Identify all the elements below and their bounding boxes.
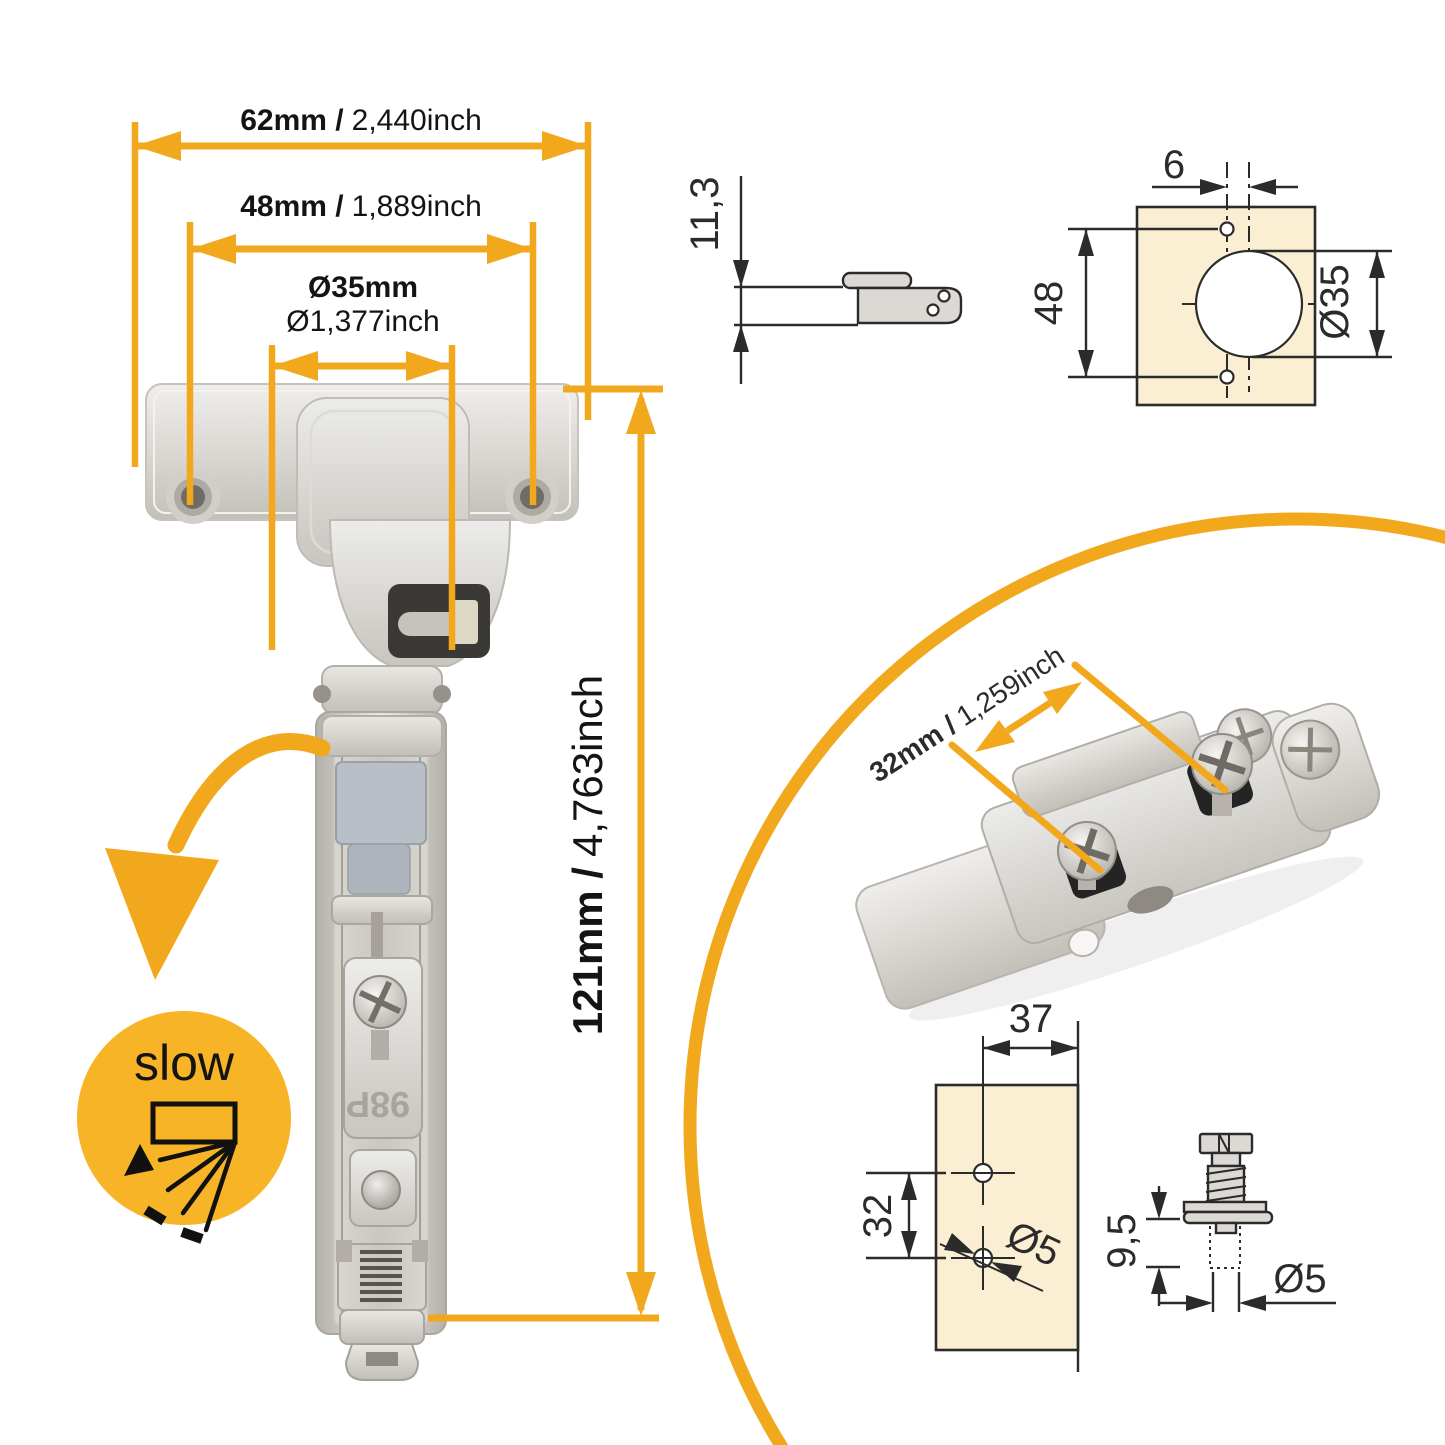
rivet bbox=[361, 1170, 401, 1210]
slow-fan-lines bbox=[157, 1139, 238, 1233]
hinge-photo: 98P bbox=[145, 383, 579, 1381]
dim-121mm: 121mm /4,763inch bbox=[428, 385, 663, 1322]
soft-close-arrow bbox=[167, 732, 331, 854]
damper-step bbox=[347, 843, 411, 895]
side-view-depth-label: 11,3 bbox=[683, 177, 727, 252]
spring-lug-left bbox=[336, 1240, 352, 1262]
screw-thread-lines bbox=[1205, 1167, 1247, 1202]
dim-37-label: 37 bbox=[1009, 997, 1054, 1041]
slow-motion-arrow bbox=[124, 1144, 204, 1244]
mounting-plate-photo bbox=[855, 702, 1381, 1021]
screw-flange-bottom bbox=[1182, 1210, 1274, 1225]
dim-48mm-label: 48mm /1,889inch bbox=[240, 190, 482, 223]
dim-62mm-label: 62mm /2,440inch bbox=[240, 104, 482, 137]
dim-6: 6 bbox=[1152, 143, 1298, 195]
plate-slot bbox=[1127, 886, 1174, 914]
arm-bottom-bracket bbox=[339, 1309, 425, 1345]
spring-lug-right bbox=[412, 1240, 428, 1262]
dim-35mm: Ø35mm Ø1,377inch bbox=[268, 271, 456, 650]
side-view-hole-1 bbox=[937, 289, 951, 303]
dim-9-5: 9,5 bbox=[1100, 1186, 1180, 1306]
slow-badge: slow bbox=[77, 1011, 291, 1244]
dim-9-5-label: 9,5 bbox=[1100, 1213, 1144, 1269]
plate-drawing-panel bbox=[934, 1083, 1080, 1352]
dim-32: 32 bbox=[856, 1171, 946, 1260]
front-view-cup-hole bbox=[1194, 249, 1304, 359]
dim-48mm: 48mm /1,889inch bbox=[186, 190, 537, 505]
dowel-hole-outline bbox=[1209, 1226, 1241, 1269]
hinge-knuckle bbox=[321, 665, 443, 715]
dim-o35-label: Ø35 bbox=[1313, 264, 1357, 340]
dim-35mm-label: Ø35mm bbox=[308, 271, 418, 304]
plate-cam-screw-2 bbox=[1280, 719, 1341, 780]
dim-32-label: 32 bbox=[856, 1194, 900, 1239]
side-view-drawing: 11,3 bbox=[683, 176, 963, 384]
cup-axle bbox=[398, 612, 462, 636]
dim-o5-screw-label: Ø5 bbox=[1273, 1257, 1326, 1301]
cup-damper-insert bbox=[452, 600, 478, 644]
plate-round-hole bbox=[1067, 928, 1100, 958]
pivot-pin-left bbox=[313, 685, 331, 703]
front-view-drawing: 6 48 Ø35 bbox=[1027, 143, 1392, 407]
slow-label: slow bbox=[134, 1035, 235, 1091]
front-view-screw-hole-top bbox=[1219, 221, 1235, 237]
plate-hole-bottom-cross bbox=[951, 1226, 1015, 1290]
dim-62mm: 62mm /2,440inch bbox=[131, 104, 592, 467]
screw-flange-top bbox=[1182, 1200, 1268, 1214]
dim-121mm-label: 121mm /4,763inch bbox=[564, 675, 611, 1035]
bracket-pin bbox=[371, 912, 383, 960]
side-view-flange bbox=[841, 271, 913, 290]
dim-o35: Ø35 bbox=[1252, 249, 1392, 359]
slow-door-icon bbox=[150, 1101, 238, 1145]
pivot-pin-right bbox=[433, 685, 451, 703]
arm-top-link bbox=[321, 715, 443, 757]
spring-coils bbox=[360, 1250, 402, 1302]
front-view-screw-hole-bottom bbox=[1219, 369, 1235, 385]
screw-head-slot bbox=[1218, 1133, 1230, 1154]
plate-top-ridge bbox=[1011, 711, 1204, 818]
screw-head bbox=[1198, 1132, 1254, 1155]
decorative-arc bbox=[683, 512, 1445, 1445]
screw-neck bbox=[1210, 1151, 1242, 1168]
soft-close-damper bbox=[335, 761, 427, 845]
tab-slot bbox=[366, 1352, 398, 1366]
screw-drawing: 9,5 Ø5 bbox=[1100, 1132, 1336, 1312]
euro-screw-lower bbox=[1057, 821, 1117, 890]
dim-35mm-inch-label: Ø1,377inch bbox=[286, 305, 439, 338]
dim-48-label: 48 bbox=[1027, 281, 1071, 326]
dim-o5-screw: Ø5 bbox=[1158, 1257, 1336, 1312]
dim-6-label: 6 bbox=[1163, 143, 1185, 187]
adjustment-screw bbox=[353, 975, 407, 1060]
dim-48: 48 bbox=[1027, 227, 1218, 379]
arm-marking: 98P bbox=[346, 1084, 410, 1125]
screw-stub bbox=[1214, 1221, 1238, 1235]
plate-shadow bbox=[909, 856, 1364, 1021]
side-view-hole-2 bbox=[926, 303, 940, 317]
plate-drilling-drawing: 37 32 Ø5 bbox=[856, 997, 1080, 1372]
soft-close-arrowhead bbox=[105, 848, 219, 980]
